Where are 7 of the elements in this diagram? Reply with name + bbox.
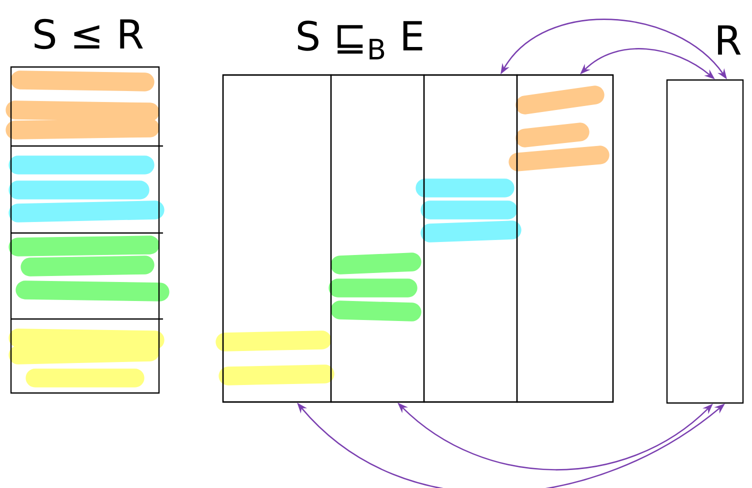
box-title: S ⊑$_{B}$ E (298, 20, 422, 60)
column-box (222, 74, 332, 403)
box-title: S ≤ R (34, 18, 143, 50)
column-box (330, 74, 425, 403)
column-box (516, 74, 614, 403)
box-title: R (718, 25, 741, 55)
column-box (423, 74, 518, 403)
